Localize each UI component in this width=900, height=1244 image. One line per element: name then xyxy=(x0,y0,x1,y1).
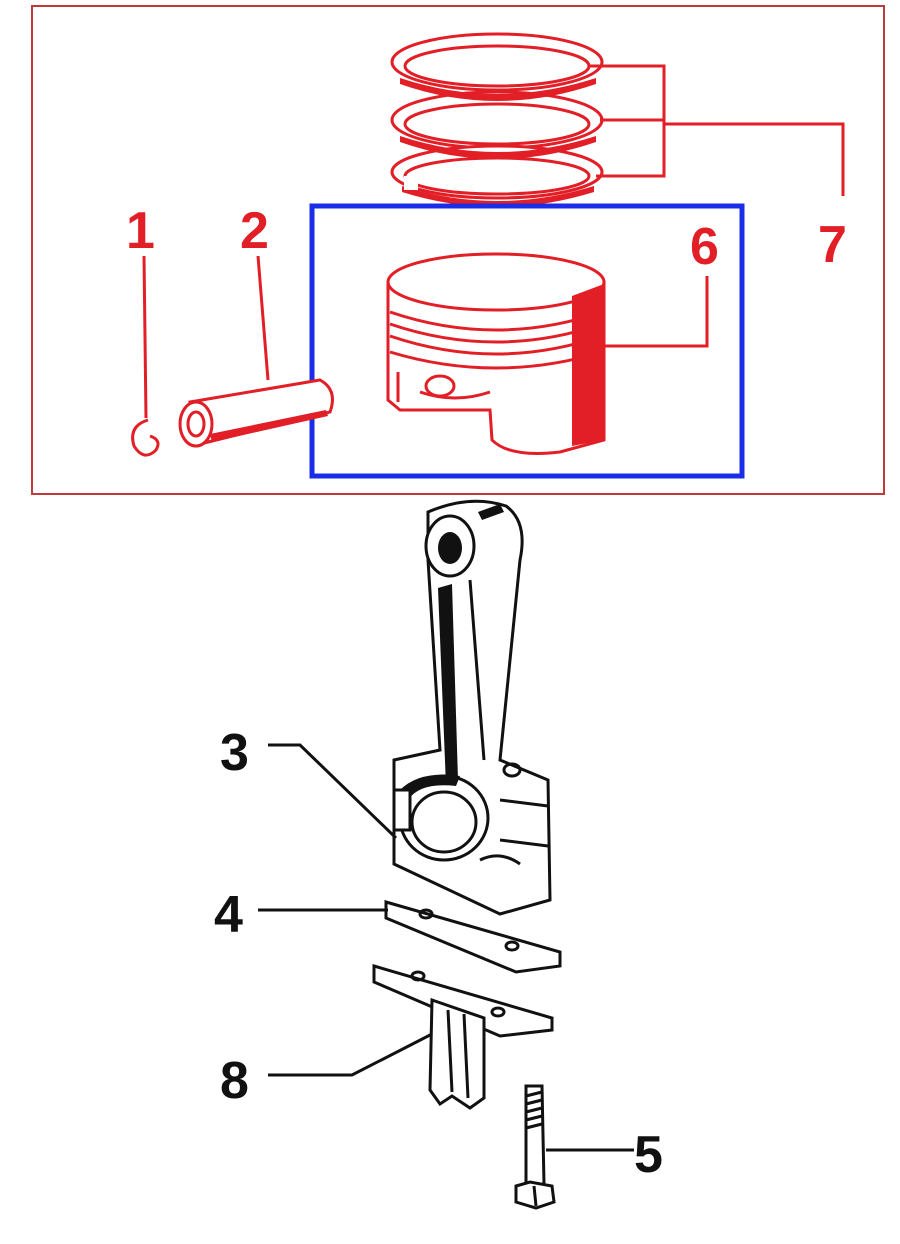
leader-6 xyxy=(604,276,709,348)
leader-1 xyxy=(142,255,148,419)
leader-3 xyxy=(268,743,398,840)
callout-3: 3 xyxy=(220,724,249,782)
oil-dipper-plate[interactable] xyxy=(372,963,554,1110)
piston-pin[interactable] xyxy=(178,378,334,448)
leader-7 xyxy=(590,64,845,196)
leader-2 xyxy=(256,255,270,381)
piston-group-frame xyxy=(31,5,885,495)
callout-4: 4 xyxy=(214,886,243,944)
callout-2: 2 xyxy=(240,202,269,260)
callout-8: 8 xyxy=(220,1052,249,1110)
connecting-rod[interactable] xyxy=(392,499,552,916)
highlight-box xyxy=(309,203,745,479)
rod-bolt[interactable] xyxy=(514,1084,556,1210)
callout-7: 7 xyxy=(818,216,847,274)
callout-1: 1 xyxy=(126,202,155,260)
piston[interactable] xyxy=(386,252,606,455)
callout-6: 6 xyxy=(690,218,719,276)
shim-plate-upper[interactable] xyxy=(384,900,562,974)
callout-5: 5 xyxy=(634,1126,663,1184)
piston-rings[interactable] xyxy=(390,32,604,207)
leader-8 xyxy=(268,1032,433,1077)
circlip[interactable] xyxy=(131,418,160,457)
